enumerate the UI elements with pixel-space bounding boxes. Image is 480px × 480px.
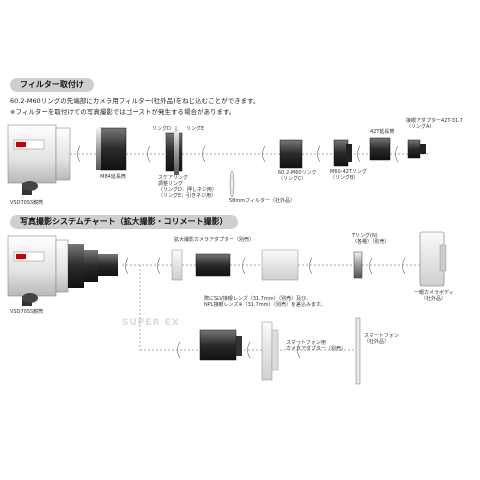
smartphone-eyepiece: [199, 329, 242, 361]
dslr-label-2: （社外品）: [421, 296, 447, 302]
squaring-ring-label-2: 調整リング: [158, 181, 184, 187]
smartphone-label: スマートフォン: [364, 333, 399, 339]
magnify-adapter-label: 拡大撮影カメラアダプター（別売）: [174, 237, 255, 243]
smartphone-label-2: （社外品）: [364, 339, 390, 345]
58mm-filter: [229, 170, 235, 198]
filter-section-title: フィルター取付け: [10, 78, 94, 92]
system-camera-label: VSD70SS鏡筒: [10, 309, 44, 315]
watermark: SUPER EX: [122, 318, 180, 328]
m84-tube-label: M84延長筒: [100, 174, 126, 180]
eyepiece-adapter-42t: [407, 139, 426, 159]
dslr-body: [419, 231, 447, 287]
smartphone: [355, 317, 361, 385]
ring-b-label: （リングB）: [330, 175, 359, 181]
filter-camera-label: VSD70SS鏡筒: [10, 200, 44, 206]
t-ring-label: Tリング(N): [352, 233, 378, 239]
filter-note-2: ※フィルターを取付けての写真撮影ではゴーストが発生する場合があります。: [10, 108, 236, 116]
m60-42t-ring: [333, 139, 352, 167]
system-telescope-body: [7, 235, 118, 306]
t-ring-label-2: （各種）（別売）: [352, 239, 390, 245]
magnify-camera-adapter: [171, 249, 299, 281]
eyepiece-note-2: NPL接眼レンズ※（31.7mm）（別売）を差込みます。: [204, 302, 326, 308]
phone-adapter-label-2: カメラアダプター（別売）: [286, 346, 347, 352]
42t-tube-label: 42T延長筒: [370, 129, 395, 135]
filter-note-1: 60.2-M60リングの先端部にカメラ用フィルター(社外品)をねじ込むことができ…: [10, 97, 260, 105]
system-section-title: 写真撮影システムチャート（拡大撮影・コリメート撮影）: [10, 215, 238, 229]
ring-602-m60: [279, 139, 303, 169]
squaring-ring-label: スケアリング: [158, 175, 189, 181]
42t-extension-tube: [369, 137, 391, 161]
ring-a-label: （リングA）: [406, 124, 435, 130]
dslr-label: 一眼カメラボディ: [414, 290, 454, 296]
filter-telescope-body: [7, 124, 71, 195]
system-rotation-arrows: [125, 257, 406, 359]
ring-602-m60-label: 60.2-M60リング: [278, 170, 317, 176]
ring-c-label: （リングC）: [278, 176, 307, 182]
filter-label: 58mmフィルター（社外品）: [229, 198, 296, 204]
phone-adapter-label: スマートフォン用: [286, 340, 326, 346]
ring-d-label: （リングD：押しネジ用）: [158, 187, 217, 193]
ring-e-label: （リングE：引きネジ用）: [158, 193, 217, 199]
m84-extension-tube: [96, 127, 127, 171]
smartphone-adapter: [261, 321, 279, 381]
squaring-ring: [165, 126, 183, 175]
filter-rotation-arrows: [77, 145, 399, 163]
ring-d-short-label: リングD: [152, 126, 171, 132]
ring-e-short-label: リングE: [186, 126, 205, 132]
t-ring: [353, 251, 363, 279]
adapter-42t-label: 接眼アダプター42T-31.7: [406, 118, 463, 124]
m60-42t-label: M60-42Tリング: [330, 169, 367, 175]
eyepiece-note-1: 際にSLV接眼レンズ（31.7mm）（別売）及び、: [204, 296, 312, 302]
